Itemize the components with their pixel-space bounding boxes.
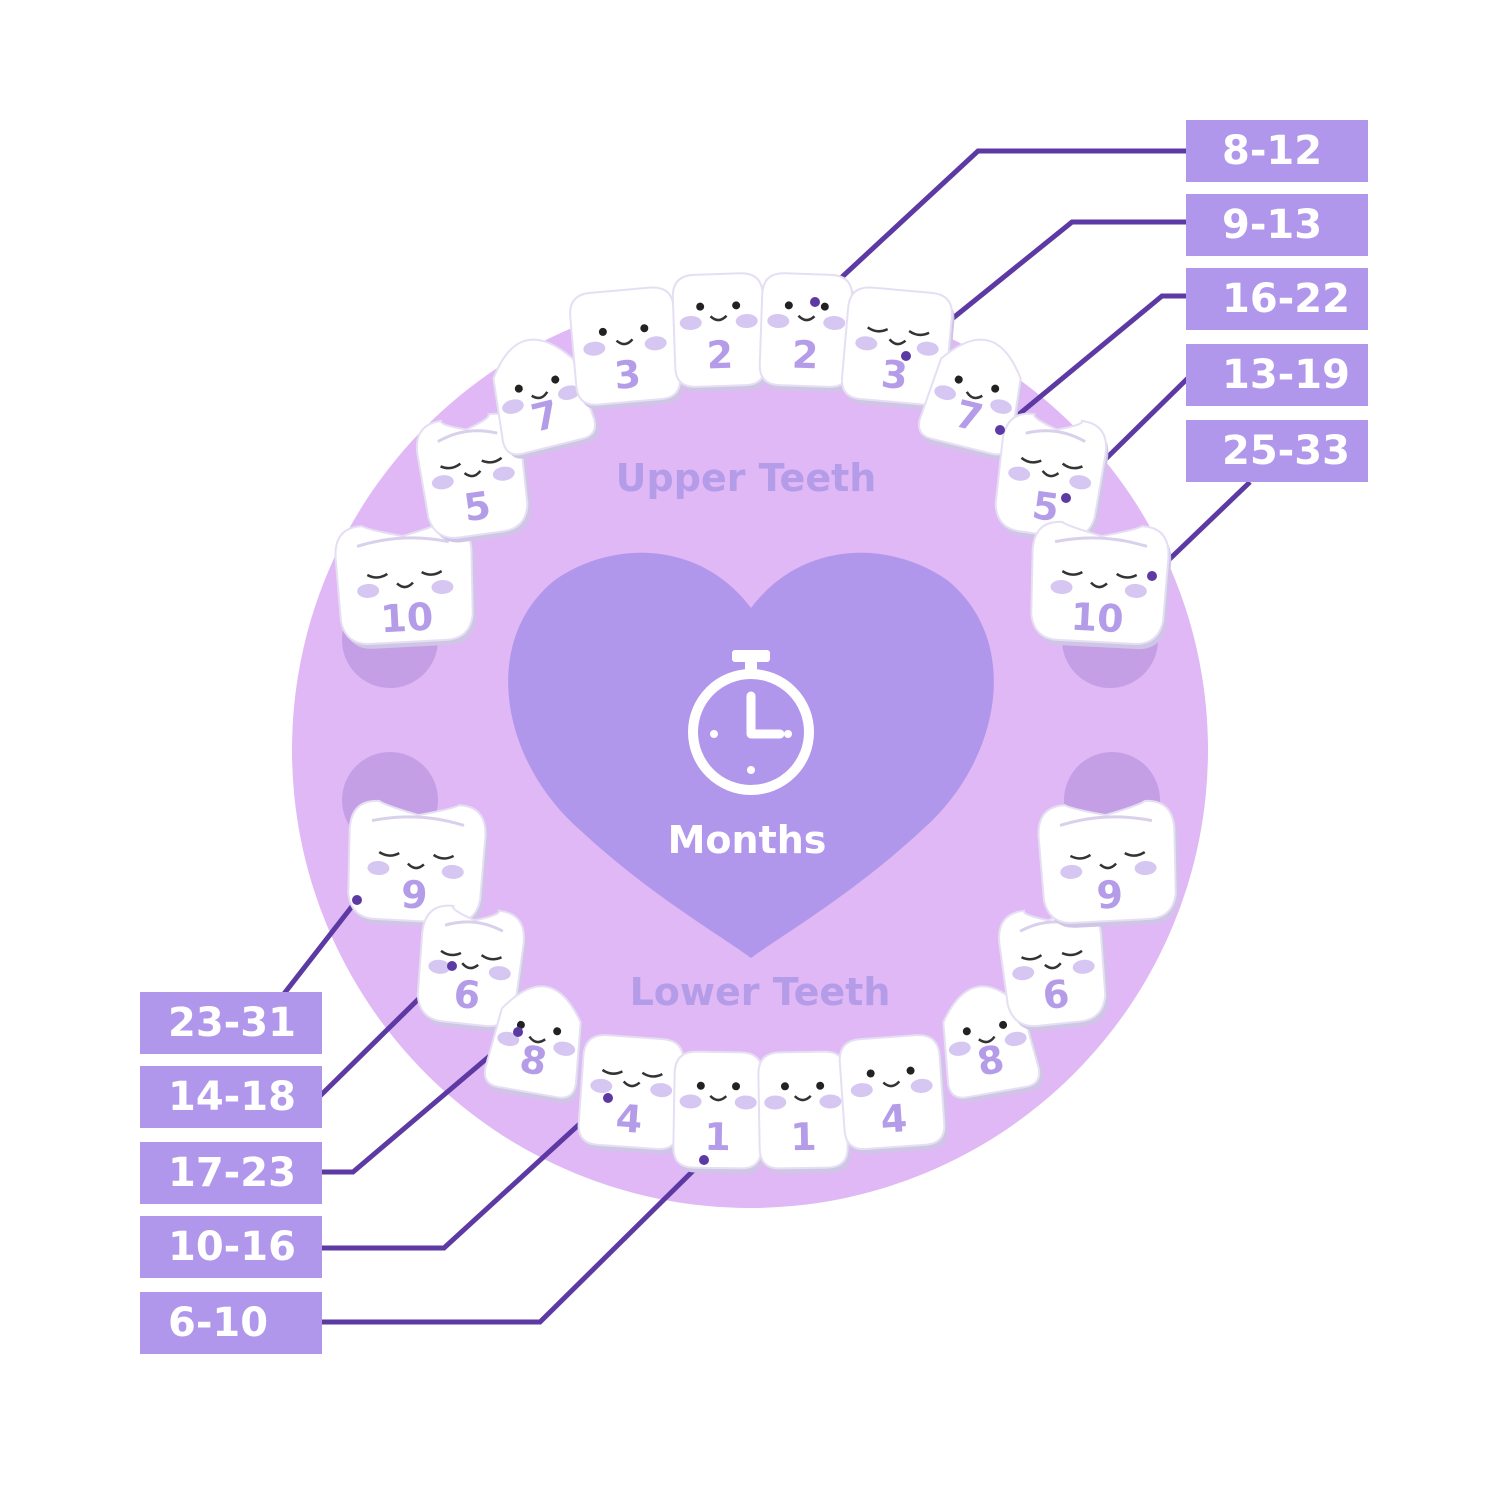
leader-dot xyxy=(352,895,362,905)
tooth-l-left-6: 6 xyxy=(416,904,527,1032)
tooth-number: 1 xyxy=(790,1115,817,1159)
tooth-number: 5 xyxy=(461,483,493,530)
tooth-u-right-5: 5 xyxy=(994,412,1109,544)
tooth-l-right-9: 9 xyxy=(1037,799,1179,928)
leader-line xyxy=(320,1158,706,1325)
leader-dot xyxy=(810,297,820,307)
tooth-l-left-8: 8 xyxy=(483,985,583,1104)
tooth-number: 9 xyxy=(1095,872,1124,917)
tooth-l-right-6: 6 xyxy=(998,904,1109,1031)
leader-dot xyxy=(1147,571,1157,581)
heart-shape xyxy=(508,552,994,958)
tooth-number: 2 xyxy=(706,333,734,378)
leader-line xyxy=(320,1030,520,1175)
tooth-l-left-9: 9 xyxy=(347,799,489,929)
tooth-u-right-10: 10 xyxy=(1030,520,1172,650)
eruption-label-13-19: 13-19 xyxy=(1186,344,1368,406)
tooth-number: 6 xyxy=(1041,972,1072,1019)
tooth-u-left-2: 2 xyxy=(671,272,769,392)
leader-dot xyxy=(1061,493,1071,503)
tooth-u-left-10: 10 xyxy=(334,520,476,649)
tooth-u-left-7: 7 xyxy=(492,338,600,459)
tooth-number: 10 xyxy=(379,595,434,642)
tooth-l-right-1: 1 xyxy=(757,1050,851,1174)
tooth-number: 6 xyxy=(452,972,483,1019)
eruption-label-23-31: 23-31 xyxy=(140,992,322,1054)
tooth-l-left-1: 1 xyxy=(672,1050,766,1174)
leader-dot xyxy=(699,1155,709,1165)
tooth-u-left-5: 5 xyxy=(415,412,532,543)
leader-line xyxy=(998,293,1188,432)
upper-teeth-title: Upper Teeth xyxy=(615,456,877,500)
leader-line xyxy=(813,148,1188,304)
eruption-label-10-16: 10-16 xyxy=(140,1216,322,1278)
tooth-number: 3 xyxy=(612,352,642,398)
eruption-label-9-13: 9-13 xyxy=(1186,194,1368,256)
tooth-number: 4 xyxy=(879,1096,908,1142)
leader-dot xyxy=(995,425,1005,435)
tooth-u-right-3: 3 xyxy=(840,286,955,410)
leader-dot xyxy=(447,961,457,971)
tooth-l-left-4: 4 xyxy=(577,1034,686,1155)
tooth-u-right-2: 2 xyxy=(758,272,855,392)
tooth-number: 4 xyxy=(614,1096,643,1142)
leader-line xyxy=(320,1096,610,1251)
tooth-u-left-3: 3 xyxy=(569,286,684,410)
eruption-label-8-12: 8-12 xyxy=(1186,120,1368,182)
tooth-number: 1 xyxy=(704,1115,731,1159)
stopwatch-icon xyxy=(688,650,814,795)
leader-dot xyxy=(901,351,911,361)
tooth-number: 10 xyxy=(1070,595,1125,642)
eruption-label-14-18: 14-18 xyxy=(140,1066,322,1128)
lower-teeth-title: Lower Teeth xyxy=(629,970,891,1014)
eruption-label-16-22: 16-22 xyxy=(1186,268,1368,330)
eruption-label-17-23: 17-23 xyxy=(140,1142,322,1204)
months-label: Months xyxy=(667,818,827,862)
tooth-number: 2 xyxy=(791,333,819,378)
leader-line xyxy=(904,219,1188,358)
leader-dot xyxy=(603,1093,613,1103)
tooth-l-right-4: 4 xyxy=(838,1034,948,1154)
eruption-label-6-10: 6-10 xyxy=(140,1292,322,1354)
leader-dot xyxy=(513,1027,523,1037)
eruption-label-25-33: 25-33 xyxy=(1186,420,1368,482)
tooth-number: 9 xyxy=(400,872,429,917)
